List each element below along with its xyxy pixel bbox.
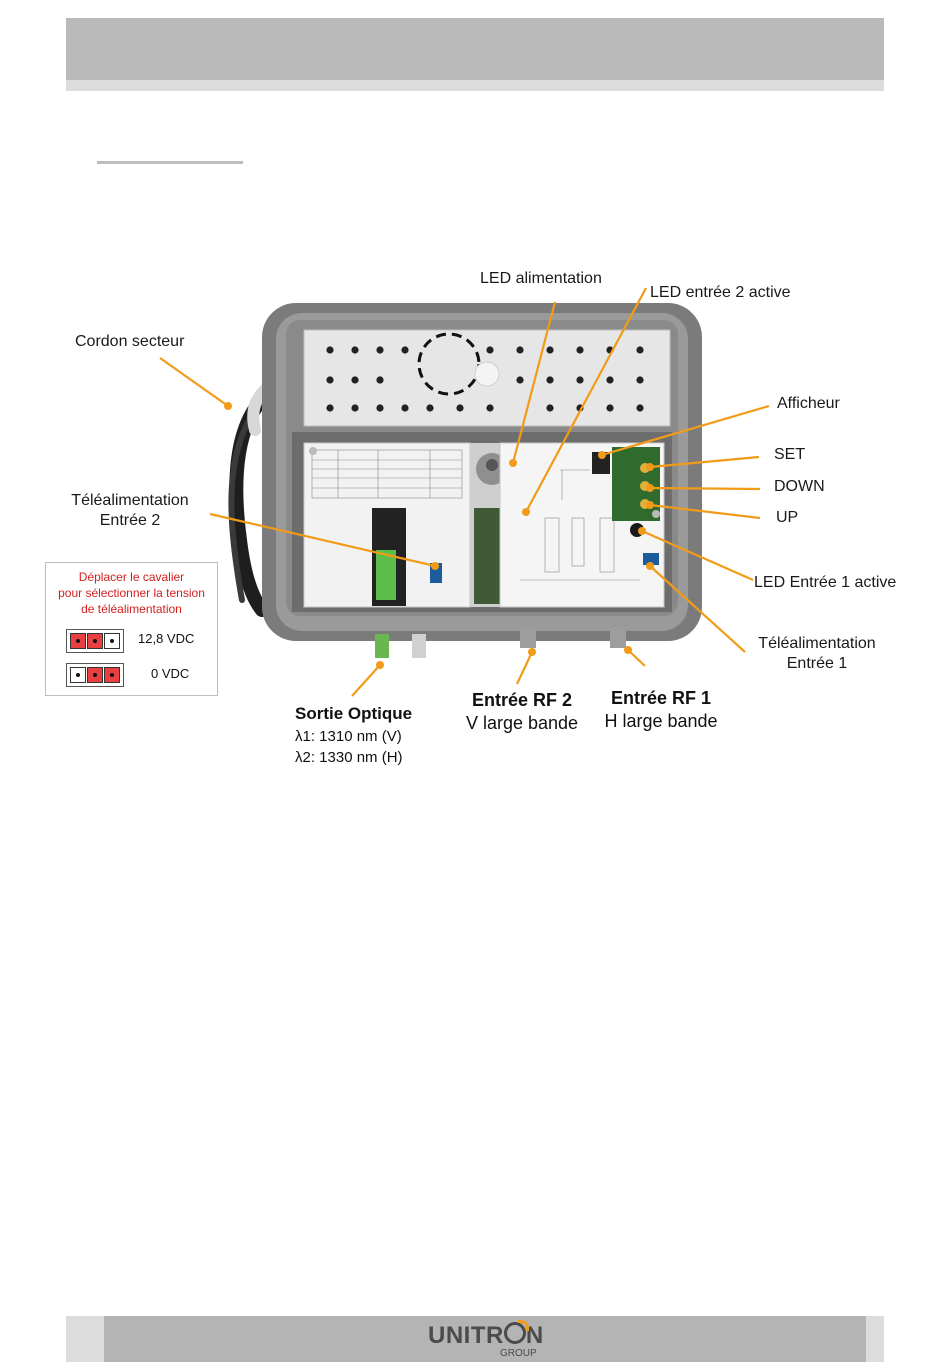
- label-cordon-secteur: Cordon secteur: [75, 333, 185, 350]
- label-led-entree-1-active: LED Entrée 1 active: [754, 574, 897, 591]
- unitron-logo: UNITR N: [428, 1320, 544, 1350]
- label-telealim-e2-line2: Entrée 2: [99, 512, 161, 529]
- jumper-pin: [87, 667, 103, 683]
- afficheur-display: [592, 452, 610, 474]
- jumper-value-0v: 0 VDC: [151, 666, 190, 681]
- footer-bar-inner: [104, 1316, 866, 1362]
- lambda-1: λ1: 1310 nm (V): [295, 728, 402, 745]
- pcb-center: [474, 508, 500, 604]
- rf2-subtitle: V large bande: [465, 713, 579, 733]
- header-bar-shadow: [66, 80, 884, 91]
- label-entree-rf2: Entrée RF 2 V large bande: [460, 690, 584, 734]
- device-figure: [159, 287, 770, 697]
- jumper-legend: Déplacer le cavalier pour sélectionner l…: [45, 562, 218, 696]
- sc-apc-connector: [376, 550, 396, 600]
- jumper-value-12v8: 12,8 VDC: [138, 631, 195, 646]
- label-led-alimentation: LED alimentation: [480, 270, 602, 287]
- jumper-pin: [70, 667, 86, 683]
- logo-ring-icon: [503, 1320, 529, 1344]
- label-telealimentation-entree-1: Téléalimentation Entrée 1: [745, 635, 889, 673]
- jumper-pin: [70, 633, 86, 649]
- logo-group-text: GROUP: [500, 1348, 537, 1359]
- rf1-connector: [610, 628, 626, 648]
- jumper-option-12v8: [66, 629, 124, 653]
- jumper-legend-title: Déplacer le cavalier pour sélectionner l…: [46, 569, 217, 617]
- label-led-entree-2-active: LED entrée 2 active: [650, 284, 791, 301]
- label-entree-rf1: Entrée RF 1 H large bande: [600, 688, 722, 732]
- logo-text-a: UNITR: [428, 1322, 504, 1349]
- telealim-e1-jumper: [643, 553, 659, 565]
- label-up: UP: [776, 509, 799, 526]
- label-telealim-e1-line1: Téléalimentation: [758, 635, 876, 652]
- label-telealim-e2-line1: Téléalimentation: [71, 492, 189, 509]
- jumper-option-0v: [66, 663, 124, 687]
- label-telealimentation-entree-2: Téléalimentation Entrée 2: [60, 492, 200, 530]
- logo-text-b: N: [525, 1322, 544, 1349]
- optical-output: [375, 634, 389, 658]
- jumper-title-line3: de téléalimentation: [81, 602, 182, 616]
- rf2-title: Entrée RF 2: [471, 690, 573, 710]
- label-sortie-optique: Sortie Optique λ1: 1310 nm (V) λ2: 1330 …: [295, 704, 412, 766]
- jumper-pin: [104, 633, 120, 649]
- callout-lines: [159, 287, 770, 697]
- label-afficheur: Afficheur: [777, 395, 840, 412]
- label-telealim-e1-line2: Entrée 1: [786, 655, 848, 672]
- callout-dots: [224, 402, 654, 669]
- rf2-connector: [520, 628, 536, 648]
- label-set: SET: [774, 446, 806, 463]
- jumper-title-line2: pour sélectionner la tension: [58, 586, 205, 600]
- section-underline: [97, 161, 243, 164]
- header-bar: [66, 18, 884, 80]
- lambda-2: λ2: 1330 nm (H): [295, 749, 403, 766]
- label-down: DOWN: [774, 478, 825, 495]
- sortie-optique-title: Sortie Optique: [295, 704, 413, 723]
- jumper-pin: [87, 633, 103, 649]
- rf1-subtitle: H large bande: [604, 711, 718, 731]
- jumper-title-line1: Déplacer le cavalier: [78, 570, 185, 584]
- rf1-title: Entrée RF 1: [610, 688, 712, 708]
- control-board: [612, 447, 660, 521]
- jumper-pin: [104, 667, 120, 683]
